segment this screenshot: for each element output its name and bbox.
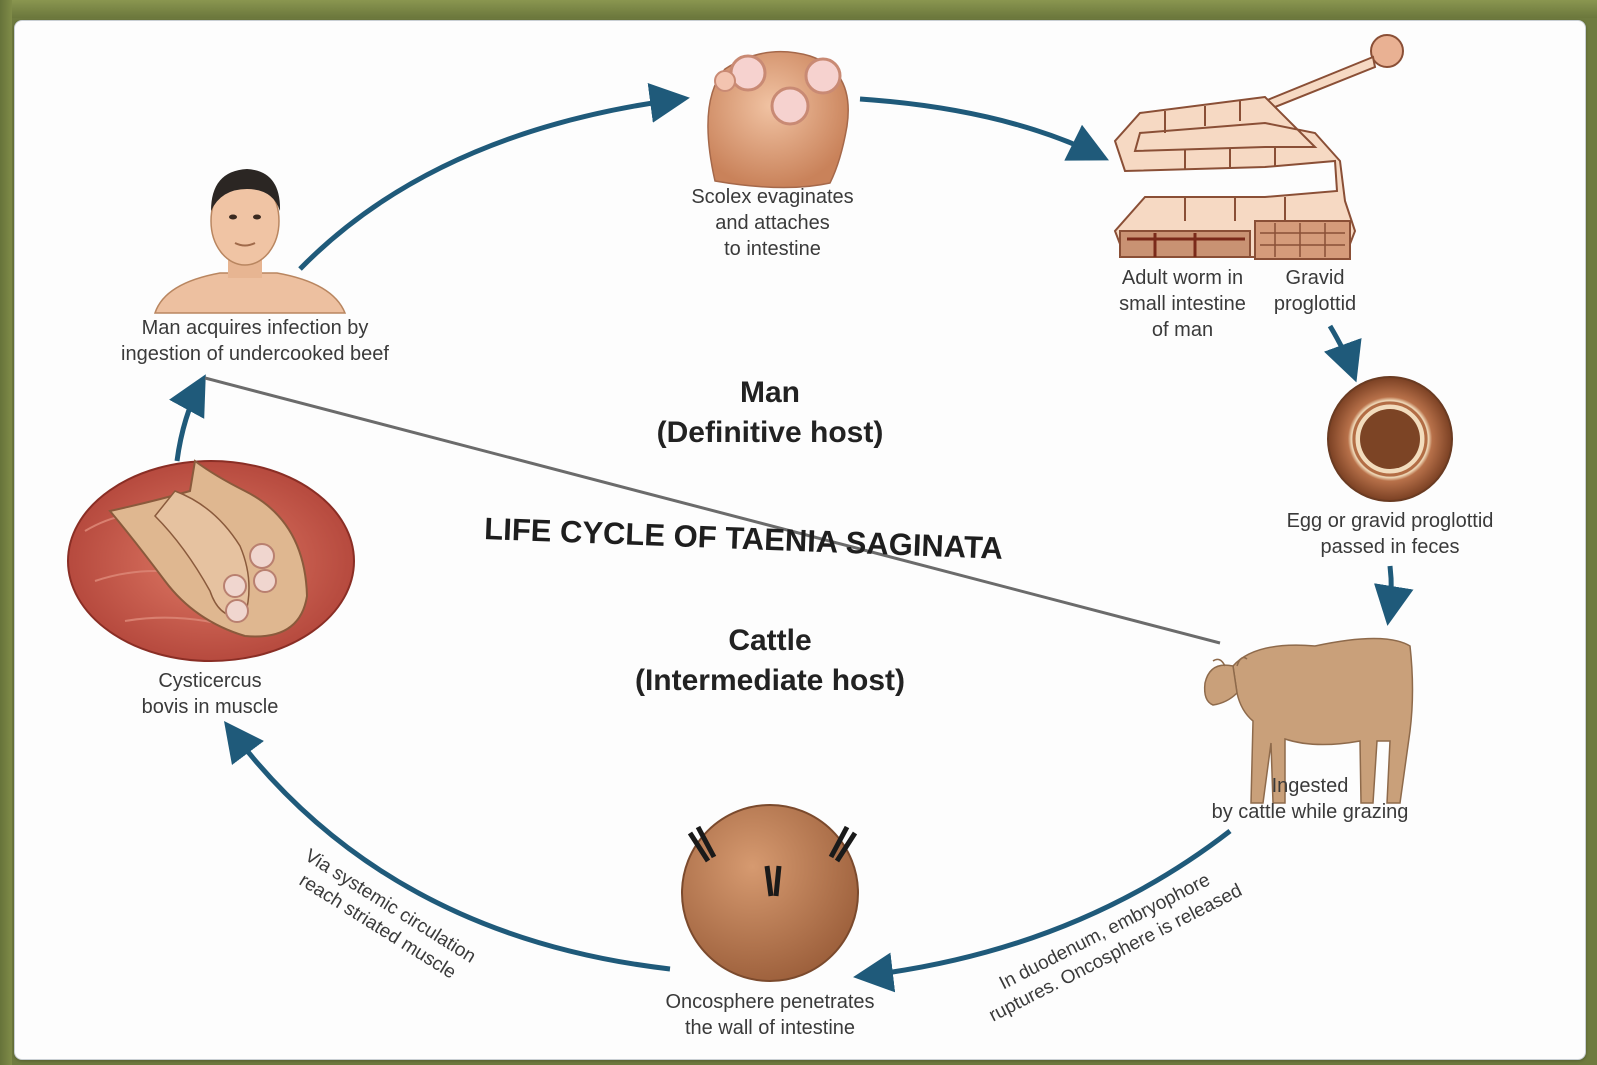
cysticercus-figure [68, 461, 354, 661]
intermediate-host-label: Cattle(Intermediate host) [595, 621, 945, 701]
definitive-host-label: Man(Definitive host) [615, 373, 925, 453]
man-figure [155, 169, 345, 313]
arrow-scolex-to-adult [860, 99, 1100, 156]
arrow-egg-to-cattle [1389, 566, 1391, 616]
top-border-band [0, 0, 1597, 18]
arrow-gravid-to-egg [1330, 326, 1353, 373]
scolex-figure [708, 52, 848, 188]
egg-figure [1328, 377, 1452, 501]
adult-worm-figure [1115, 35, 1403, 259]
arrow-cysticercus-to-man [177, 383, 201, 461]
left-border-band [0, 0, 12, 1065]
oncosphere-figure [682, 805, 858, 981]
arrow-man-to-scolex [300, 99, 680, 269]
